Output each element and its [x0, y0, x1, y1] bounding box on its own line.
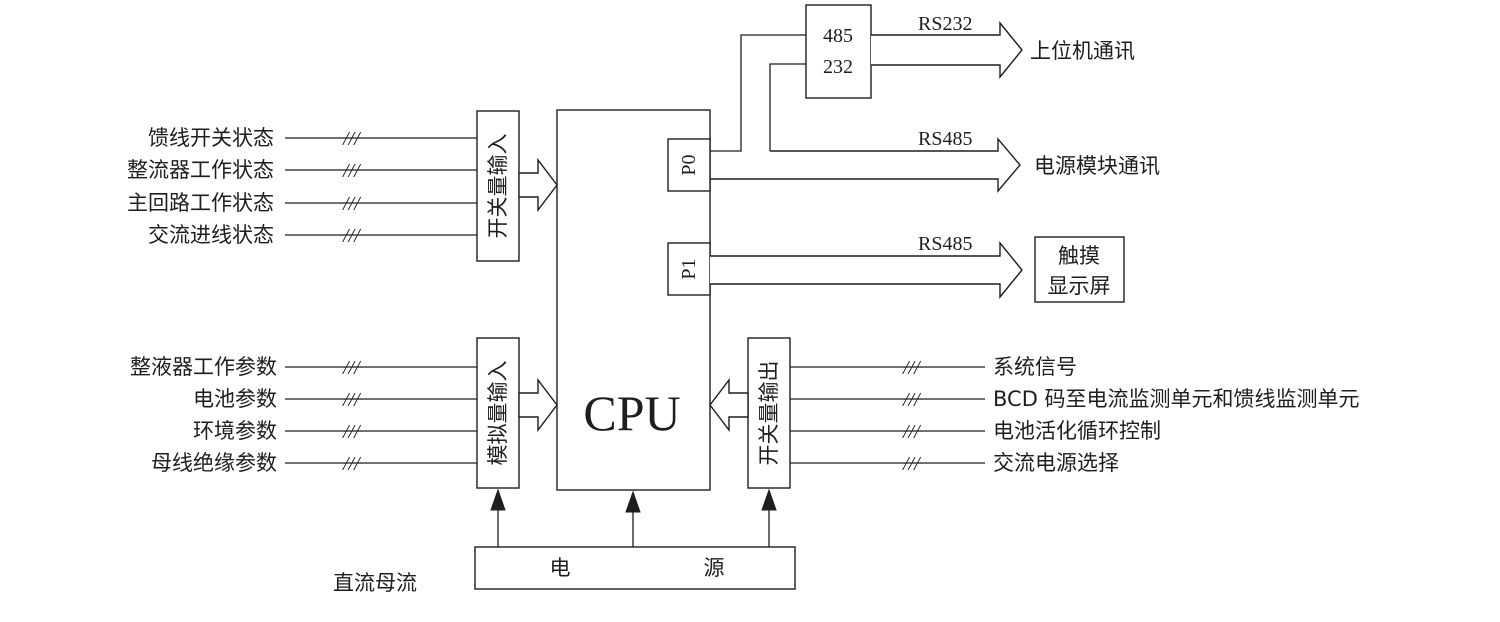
power-feed-arrowhead — [490, 488, 506, 511]
switch-output-label: 开关量输出 — [757, 361, 781, 466]
switch-output-labels: 系统信号 BCD 码至电流监测单元和馈线监测单元 电池活化循环控制 交流电源选择 — [993, 355, 1360, 475]
converter-label-232: 232 — [823, 56, 853, 78]
power-module-comm-label: 电源模块通讯 — [1034, 154, 1160, 178]
input-label-ac-incoming-state: 交流进线状态 — [148, 223, 274, 247]
switch-output-block — [747, 337, 791, 489]
bus-mark: /// — [342, 453, 362, 475]
power-feed-arrowhead — [625, 490, 641, 513]
rs485-power-arrow — [710, 137, 1021, 193]
power-feed-arrows — [490, 488, 777, 547]
bus-mark: /// — [342, 128, 362, 150]
analog-input-block — [476, 337, 520, 489]
output-label-battery-activation: 电池活化循环控制 — [993, 419, 1161, 443]
cpu-label: CPU — [583, 385, 680, 441]
power-supply-label-right: 源 — [704, 556, 725, 580]
bus-mark: /// — [902, 453, 922, 475]
switch-output-to-cpu-arrow — [709, 377, 749, 433]
touch-display-block — [1034, 236, 1125, 303]
converter-label-485: 485 — [823, 25, 853, 47]
analog-input-bus-marks: /// /// /// /// — [342, 357, 362, 475]
switch-input-label: 开关量输入 — [486, 134, 510, 239]
port-p0 — [667, 138, 711, 192]
p0-to-converter-wire-b — [769, 63, 806, 151]
power-feed-arrowhead — [761, 488, 777, 511]
bus-mark: /// — [902, 421, 922, 443]
input-label-main-loop-state: 主回路工作状态 — [127, 191, 274, 215]
input-label-battery-params: 电池参数 — [193, 387, 277, 411]
port-p1-label: P1 — [678, 258, 700, 279]
analog-input-labels: 整液器工作参数 电池参数 环境参数 母线绝缘参数 — [130, 355, 277, 475]
port-p0-label: P0 — [678, 154, 700, 175]
p0-to-converter-wire-a — [710, 34, 806, 152]
output-label-bcd-code: BCD 码至电流监测单元和馈线监测单元 — [993, 387, 1360, 411]
switch-input-labels: 馈线开关状态 整流器工作状态 主回路工作状态 交流进线状态 — [127, 126, 274, 247]
input-label-rectifier-params: 整液器工作参数 — [130, 355, 277, 379]
input-label-feeder-switch: 馈线开关状态 — [148, 126, 274, 150]
bus-mark: /// — [342, 160, 362, 182]
power-supply-block — [474, 546, 796, 590]
bus-mark: /// — [342, 193, 362, 215]
bus-mark: /// — [342, 225, 362, 247]
analog-input-to-cpu-arrow — [518, 377, 558, 433]
output-label-ac-source-select: 交流电源选择 — [993, 451, 1119, 475]
analog-input-label: 模拟量输入 — [486, 361, 510, 466]
power-supply-label-left: 电 — [550, 556, 571, 580]
output-label-system-signal: 系统信号 — [993, 355, 1077, 379]
converter-485-232-block — [805, 4, 872, 99]
input-label-rectifier-state: 整流器工作状态 — [127, 158, 274, 182]
bus-mark: /// — [902, 389, 922, 411]
switch-input-bus-marks: /// /// /// /// — [342, 128, 362, 247]
rs232-label: RS232 — [918, 13, 972, 35]
analog-input-lines — [285, 366, 477, 464]
switch-input-to-cpu-arrow — [518, 157, 558, 213]
touch-display-label-1: 触摸 — [1058, 244, 1100, 268]
bus-mark: /// — [342, 421, 362, 443]
rs232-arrow — [871, 21, 1023, 79]
switch-input-block — [476, 110, 520, 262]
host-comm-label: 上位机通讯 — [1030, 39, 1135, 63]
switch-output-bus-marks: /// /// /// /// — [902, 357, 922, 475]
switch-input-lines — [285, 137, 477, 236]
touch-display-label-2: 显示屏 — [1048, 274, 1111, 298]
input-label-bus-insulation-params: 母线绝缘参数 — [151, 451, 277, 475]
bus-mark: /// — [342, 389, 362, 411]
rs485-touch-arrow — [710, 241, 1023, 299]
rs485-touch-label: RS485 — [918, 233, 972, 255]
bus-mark: /// — [342, 357, 362, 379]
rs485-power-label: RS485 — [918, 128, 972, 150]
switch-output-lines — [790, 366, 985, 464]
bus-mark: /// — [902, 357, 922, 379]
input-label-environment-params: 环境参数 — [193, 419, 277, 443]
dc-bus-label: 直流母流 — [333, 571, 417, 595]
